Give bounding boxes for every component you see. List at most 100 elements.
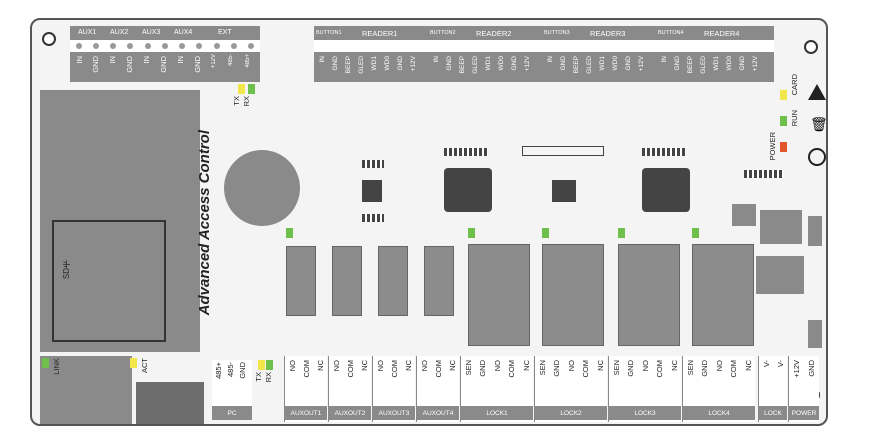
pin-label: IN (108, 56, 117, 64)
header-reader2: READER2 (476, 29, 512, 38)
act-label: ACT (140, 358, 149, 373)
aux-terminal-block: AUX1 AUX2 AUX3 AUX4 EXT IN GND IN GND IN… (70, 26, 260, 82)
pin-label: GND (125, 56, 134, 73)
reader-pin-label: GND (674, 56, 681, 71)
pin-label: NO (288, 360, 297, 372)
pin-label: NC (521, 360, 531, 371)
reader-pin-label: GLED (586, 56, 593, 74)
pin-label: NC (743, 360, 753, 371)
header-reader3: READER3 (590, 29, 626, 38)
pin-label: 485- (228, 54, 234, 67)
pin-label: IN (75, 56, 84, 64)
auxout-terminal-2-label: AUXOUT2 (329, 406, 371, 420)
pin-label: 485+ (214, 362, 223, 379)
pin-label: GND (626, 360, 636, 377)
pin-label: GND (552, 360, 562, 377)
pin-label: SEN (612, 360, 621, 376)
pin-label: COM (302, 360, 311, 378)
reader-pin-label: BEEP (573, 56, 580, 74)
dip-switch[interactable] (136, 382, 204, 424)
pin-label: NC (448, 360, 457, 371)
aux-relay-1 (286, 246, 316, 316)
pb-free-icon (808, 148, 826, 166)
run-led (780, 116, 787, 126)
lock-led-1 (468, 228, 475, 238)
lock-led-4 (692, 228, 699, 238)
lock-power-terminal: V-V-LOCK (758, 356, 787, 422)
header-aux3: AUX3 (142, 29, 161, 36)
sd-card-slot: SD卡 (40, 90, 200, 352)
pin-label: +12V (792, 360, 801, 378)
reader-pin-label: WD1 (599, 56, 606, 71)
pin-label: GND (159, 56, 168, 73)
rx-led (266, 360, 273, 370)
lock-relay-1 (468, 244, 530, 346)
ethernet-port[interactable] (40, 356, 132, 424)
pin-label: GND (91, 56, 100, 73)
reader-pin-label: BEEP (345, 56, 352, 74)
power-terminal: +12V GND POWER (788, 356, 819, 422)
header-aux2: AUX2 (110, 29, 129, 36)
link-led (42, 358, 49, 368)
header-button3: BUTTON3 (544, 30, 570, 36)
reader-pin-label: WD1 (371, 56, 378, 71)
lock-led-3 (618, 228, 625, 238)
pin-label: NC (404, 360, 413, 371)
run-label: RUN (790, 110, 799, 127)
reader-pin-label: GLED (700, 56, 707, 74)
reader-pin-label: GND (560, 56, 567, 71)
rx-label: RX (264, 372, 273, 383)
coin-battery (224, 150, 300, 226)
header-pins (522, 146, 604, 156)
pin-label: IN (176, 56, 185, 64)
pin-label: COM (434, 360, 443, 378)
reader-pin-label: WD0 (726, 56, 733, 71)
auxout-terminal-4-label: AUXOUT4 (417, 406, 459, 420)
lock-relay-2 (542, 244, 604, 346)
header-button4: BUTTON4 (658, 30, 684, 36)
reader-pin-label: IN (433, 56, 440, 63)
pin-label: IN (142, 56, 151, 64)
pin-label: GND (193, 56, 202, 73)
pin-label: +12V (211, 54, 217, 69)
reader-pin-label: GLED (358, 56, 365, 74)
reader-pin-label: IN (661, 56, 668, 63)
pin-label: COM (655, 360, 665, 378)
header-button1: BUTTON1 (316, 30, 342, 36)
reader-pin-label: WD0 (612, 56, 619, 71)
power-terminal-label: POWER (789, 406, 819, 420)
pin-label: COM (507, 360, 517, 378)
auxout-terminal-3-label: AUXOUT3 (373, 406, 415, 420)
pin-label: V- (762, 360, 771, 368)
reader-pin-label: GND (332, 56, 339, 71)
board-title: Advanced Access Control (196, 130, 213, 316)
pin-label: GND (807, 360, 816, 377)
aux-relay-3 (378, 246, 408, 316)
reader-pin-label: +12V (524, 56, 531, 72)
pin-label: NC (595, 360, 605, 371)
header-reader1: READER1 (362, 29, 398, 38)
reader-pin-label: IN (319, 56, 326, 63)
pin-label: NO (332, 360, 341, 372)
act-led (130, 358, 137, 368)
aux-led (286, 228, 293, 238)
rx-label: RX (242, 96, 251, 107)
pin-label: NO (376, 360, 385, 372)
pin-label: V- (776, 360, 785, 368)
header-aux4: AUX4 (174, 29, 193, 36)
pin-label: SEN (686, 360, 695, 376)
lock-led-2 (542, 228, 549, 238)
mcu-chip (642, 168, 690, 212)
rx-led (248, 84, 255, 94)
pin-label: NO (566, 360, 576, 372)
link-label: LINK (52, 358, 61, 375)
reader-pin-label: +12V (410, 56, 417, 72)
pc-label: PC (212, 406, 252, 420)
regulator-chip (552, 180, 576, 202)
